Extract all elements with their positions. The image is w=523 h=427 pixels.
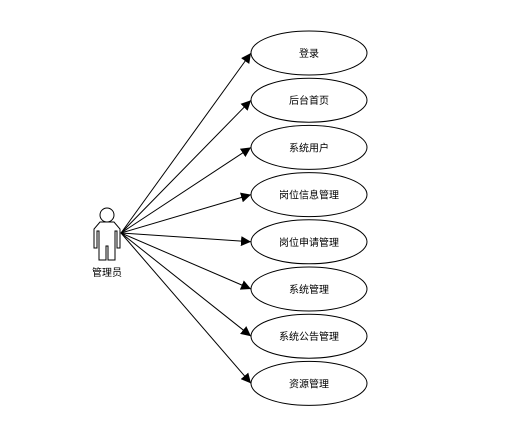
use-case-ellipse xyxy=(250,77,368,123)
association-arrow xyxy=(120,99,252,234)
association-arrow xyxy=(120,232,252,384)
use-case: 后台首页 xyxy=(250,77,368,123)
association-lines xyxy=(120,52,252,384)
actor-label: 管理员 xyxy=(92,266,122,279)
use-case-ellipse xyxy=(250,313,368,359)
use-case-label: 登录 xyxy=(299,47,319,60)
use-case-label: 系统用户 xyxy=(289,141,329,154)
association-arrow xyxy=(120,232,252,247)
use-case-ellipse xyxy=(250,124,368,170)
use-case-ellipse xyxy=(250,172,368,218)
use-case: 岗位申请管理 xyxy=(250,219,368,265)
use-case-label: 资源管理 xyxy=(289,377,329,390)
actor-administrator: 管理员 xyxy=(92,207,122,279)
use-case: 系统公告管理 xyxy=(250,313,368,359)
stick-figure-actor-icon xyxy=(93,207,121,261)
use-case: 系统管理 xyxy=(250,266,368,312)
use-case-ellipse xyxy=(250,266,368,312)
use-case-label: 系统管理 xyxy=(289,283,329,296)
association-arrow xyxy=(120,232,252,290)
association-arrow xyxy=(120,52,252,234)
use-case-label: 岗位信息管理 xyxy=(279,189,339,202)
use-case: 岗位信息管理 xyxy=(250,172,368,218)
use-case-ellipse xyxy=(250,219,368,265)
use-case-label: 岗位申请管理 xyxy=(279,236,339,249)
association-arrow xyxy=(120,232,252,337)
association-arrow xyxy=(120,192,252,234)
use-case-ellipse xyxy=(250,30,368,76)
use-case: 资源管理 xyxy=(250,360,368,406)
association-arrow xyxy=(120,146,252,234)
use-case: 系统用户 xyxy=(250,124,368,170)
use-case-label: 系统公告管理 xyxy=(279,330,339,343)
use-case-ellipse xyxy=(250,360,368,406)
use-case: 登录 xyxy=(250,30,368,76)
use-case-label: 后台首页 xyxy=(289,94,329,107)
